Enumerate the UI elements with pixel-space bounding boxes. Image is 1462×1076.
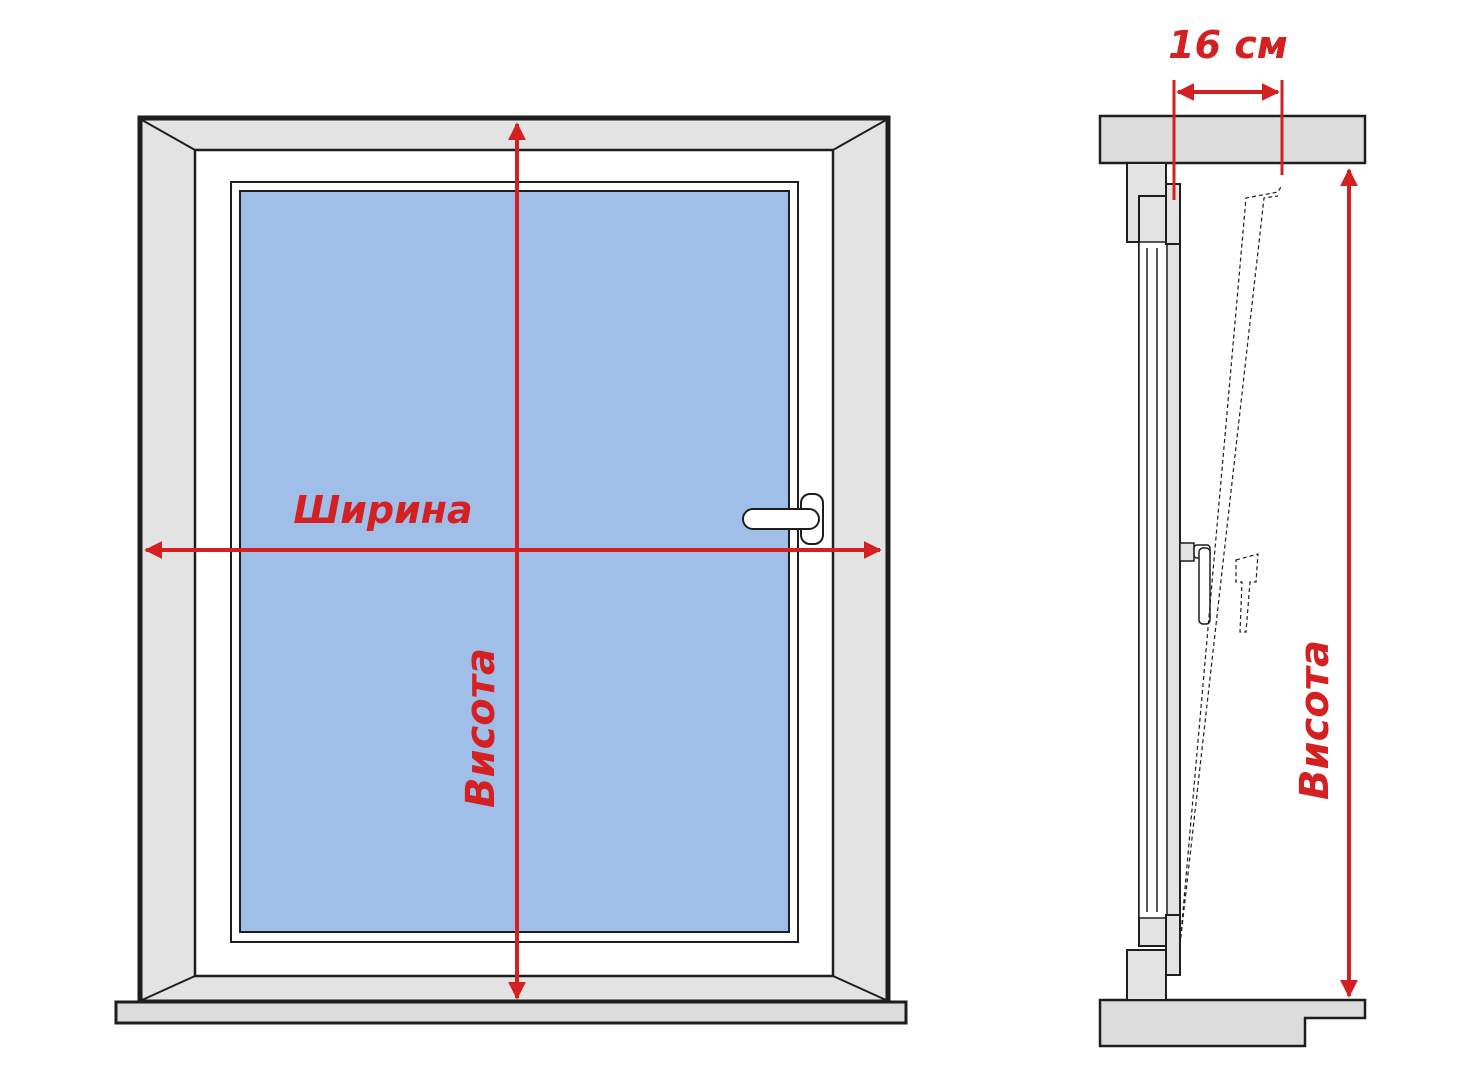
window-sill — [114, 1000, 908, 1025]
height-label-front: Висота — [458, 648, 504, 808]
reveal-bevel-top-right — [832, 119, 887, 151]
side-frame-bottom-block — [1126, 949, 1167, 1001]
reveal-bevel-top-left — [141, 119, 196, 151]
reveal-bevel-bottom-left — [141, 975, 196, 1001]
side-sash-bottom-cap — [1165, 914, 1181, 976]
reveal-bevel-bottom-right — [832, 975, 887, 1001]
side-sill — [1098, 998, 1367, 1048]
width-label: Ширина — [293, 488, 472, 532]
side-view-window — [1098, 114, 1367, 1048]
height-label-side: Висота — [1292, 640, 1338, 800]
side-wall-top — [1098, 114, 1367, 165]
handle-icon — [742, 493, 824, 545]
tilted-sash-outline — [1179, 184, 1283, 946]
side-sash-inner — [1138, 241, 1168, 919]
side-handle-icon — [1179, 542, 1211, 625]
window-glass — [239, 190, 790, 933]
front-view-window — [114, 115, 908, 1025]
depth-label: 16 см — [1168, 23, 1288, 67]
